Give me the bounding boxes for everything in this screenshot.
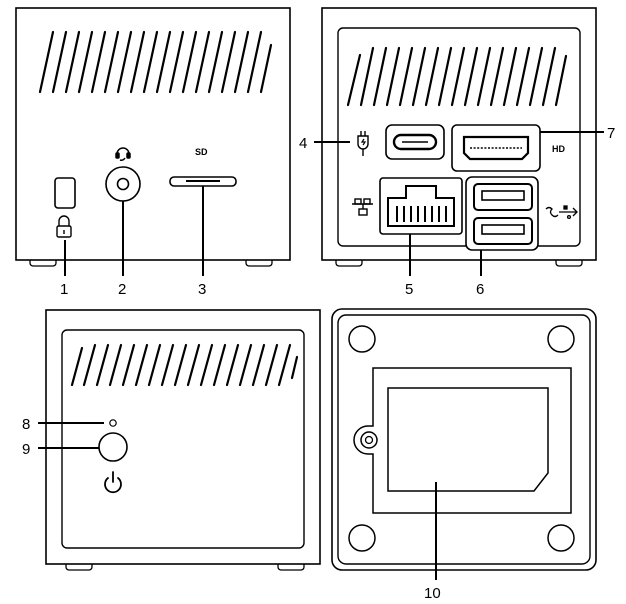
callout-3: 3	[198, 281, 206, 298]
side-view: 8 9	[22, 309, 321, 571]
side-panel	[61, 329, 305, 549]
callout-8: 8	[22, 416, 30, 433]
status-led	[109, 419, 117, 427]
usb-superspeed-icon	[545, 205, 578, 220]
front-view: SD 1 2 3	[15, 7, 291, 298]
callout-9: 9	[22, 441, 30, 458]
power-icon	[104, 471, 122, 494]
audio-jack-hole	[116, 177, 130, 191]
power-button	[98, 432, 128, 462]
callout-6: 6	[476, 281, 484, 298]
rear-view: HD	[299, 7, 615, 298]
callout-4: 4	[299, 135, 307, 152]
lock-icon	[56, 215, 72, 238]
rubber-foot	[547, 325, 575, 353]
vent-grille	[70, 343, 299, 387]
rubber-foot	[547, 524, 575, 552]
callout-2: 2	[118, 281, 126, 298]
hd-label: HD	[552, 144, 565, 154]
vent-grille	[346, 46, 568, 107]
rubber-foot	[348, 524, 376, 552]
rubber-foot	[348, 325, 376, 353]
callout-10: 10	[424, 585, 441, 602]
sd-label: SD	[195, 147, 208, 157]
callout-7: 7	[607, 125, 615, 142]
headset-icon	[115, 147, 131, 161]
power-plug-icon	[357, 131, 369, 156]
security-lock-slot	[54, 177, 76, 209]
bottom-view: 10	[331, 308, 597, 602]
ethernet-icon	[352, 198, 373, 216]
vent-grille	[38, 30, 273, 94]
callout-1: 1	[60, 281, 68, 298]
callout-5: 5	[405, 281, 413, 298]
label-plate	[387, 387, 549, 492]
